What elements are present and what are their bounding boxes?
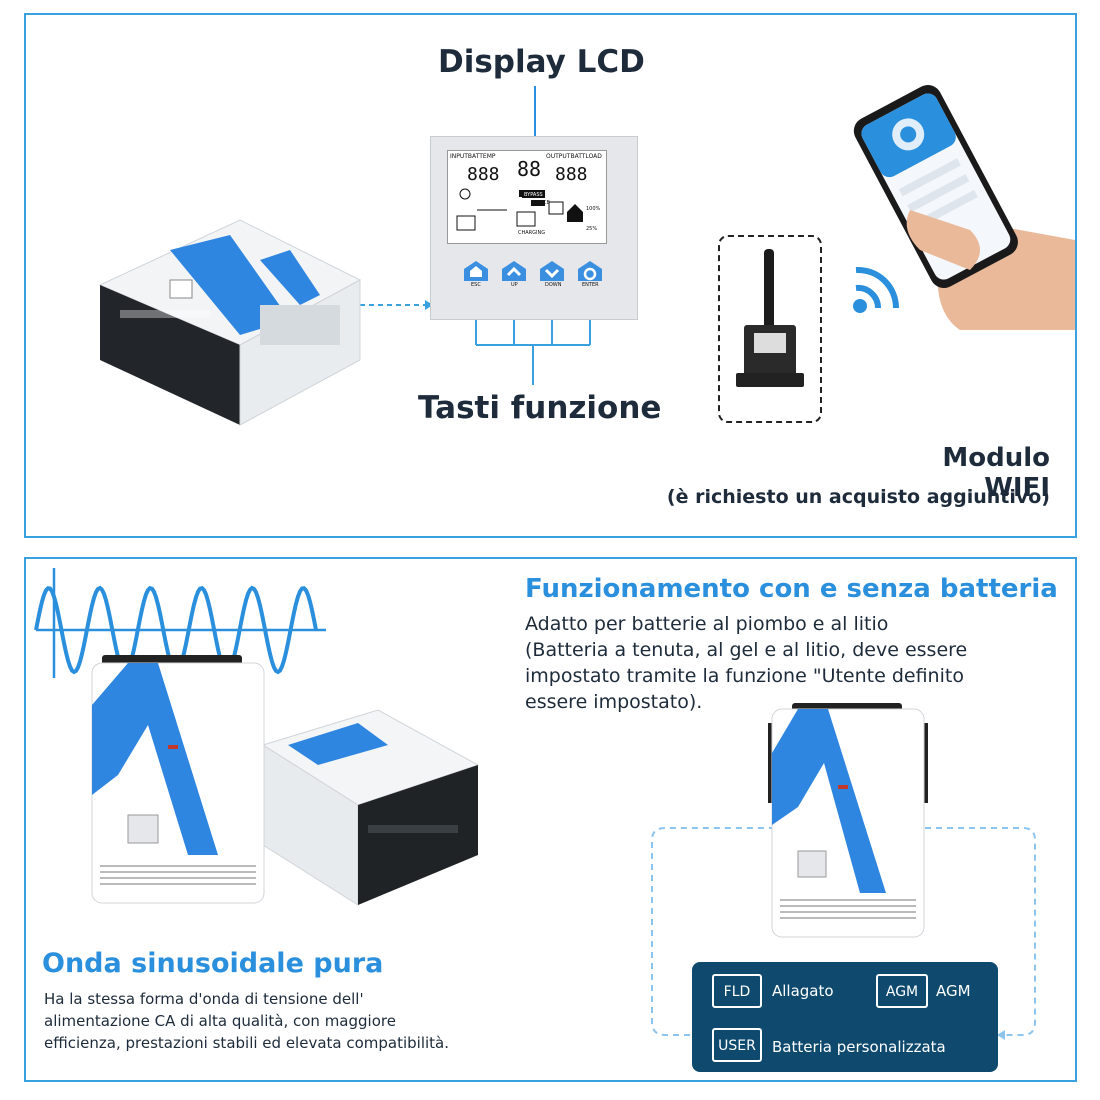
down-label: DOWN	[545, 282, 562, 288]
sine-text-line-3: efficienza, prestazioni stabili ed eleva…	[44, 1034, 450, 1052]
inverter-illustration-top	[98, 219, 362, 426]
wifi-module-illustration	[736, 249, 804, 387]
sine-text-line-2: alimentazione CA di alta qualità, con ma…	[44, 1012, 396, 1030]
lcd-button-esc[interactable]: ESC	[463, 260, 489, 290]
smartphone-hand-illustration	[853, 85, 1075, 330]
bottom-panel	[24, 557, 1077, 1082]
lcd-button-up[interactable]: UP	[501, 260, 527, 290]
lcd-pct: 100%	[586, 206, 601, 212]
sine-title: Onda sinusoidale pura	[42, 948, 384, 979]
lcd-label-left: INPUTBATTEMP	[450, 153, 496, 160]
user-label: Batteria personalizzata	[772, 1038, 946, 1056]
refresh-icon	[578, 261, 602, 281]
lcd-label-right: OUTPUTBATTLOAD	[546, 153, 602, 160]
inverter-illustration-right	[768, 703, 928, 938]
svg-text:888: 888	[467, 164, 500, 185]
tasti-funzione-title: Tasti funzione	[418, 390, 662, 426]
chevron-up-icon	[502, 261, 526, 281]
battery-text: Adatto per batterie al piombo e al litio…	[525, 611, 1045, 715]
user-code: USER	[718, 1038, 756, 1054]
battery-text-line-4: essere impostato).	[525, 691, 703, 713]
battery-types-box	[692, 962, 998, 1072]
battery-fld-icon: FLD	[712, 974, 762, 1008]
battery-text-line-3: impostato tramite la funzione "Utente de…	[525, 665, 964, 687]
agm-label: AGM	[936, 982, 971, 1000]
lcd-pcb: PCB	[540, 200, 550, 206]
display-lcd-title: Display LCD	[438, 44, 645, 80]
svg-text:888: 888	[555, 164, 588, 185]
agm-code: AGM	[885, 984, 919, 1000]
top-panel	[24, 13, 1077, 538]
lcd-charging: CHARGING	[518, 230, 546, 236]
lcd-pct2: 25%	[586, 226, 598, 232]
fld-label: Allagato	[772, 982, 834, 1000]
up-label: UP	[511, 282, 518, 288]
enter-label: ENTER	[582, 282, 599, 288]
wifi-module-frame	[718, 235, 822, 423]
svg-text:88: 88	[517, 157, 541, 181]
lcd-button-down[interactable]: DOWN	[539, 260, 565, 290]
home-icon	[464, 261, 488, 281]
battery-text-line-2: (Batteria a tenuta, al gel e al litio, d…	[525, 639, 968, 661]
esc-label: ESC	[471, 282, 481, 288]
sine-text-line-1: Ha la stessa forma d'onda di tensione de…	[44, 990, 364, 1008]
inverters-illustration-bottom	[91, 655, 480, 906]
wifi-signal-icon	[853, 266, 900, 313]
lcd-bypass: BYPASS	[522, 192, 545, 198]
battery-user-icon: USER	[712, 1028, 762, 1062]
lcd-button-enter[interactable]: ENTER	[577, 260, 603, 290]
battery-text-line-1: Adatto per batterie al piombo e al litio	[525, 613, 889, 635]
battery-title: Funzionamento con e senza batteria	[525, 574, 1058, 604]
fld-code: FLD	[723, 984, 751, 1000]
wifi-note: (è richiesto un acquisto aggiuntivo)	[666, 486, 1050, 508]
sine-text: Ha la stessa forma d'onda di tensione de…	[44, 988, 524, 1054]
wifi-title: Modulo WIFI	[942, 443, 1050, 503]
battery-agm-icon: AGM	[876, 974, 928, 1008]
chevron-down-icon	[540, 261, 564, 281]
